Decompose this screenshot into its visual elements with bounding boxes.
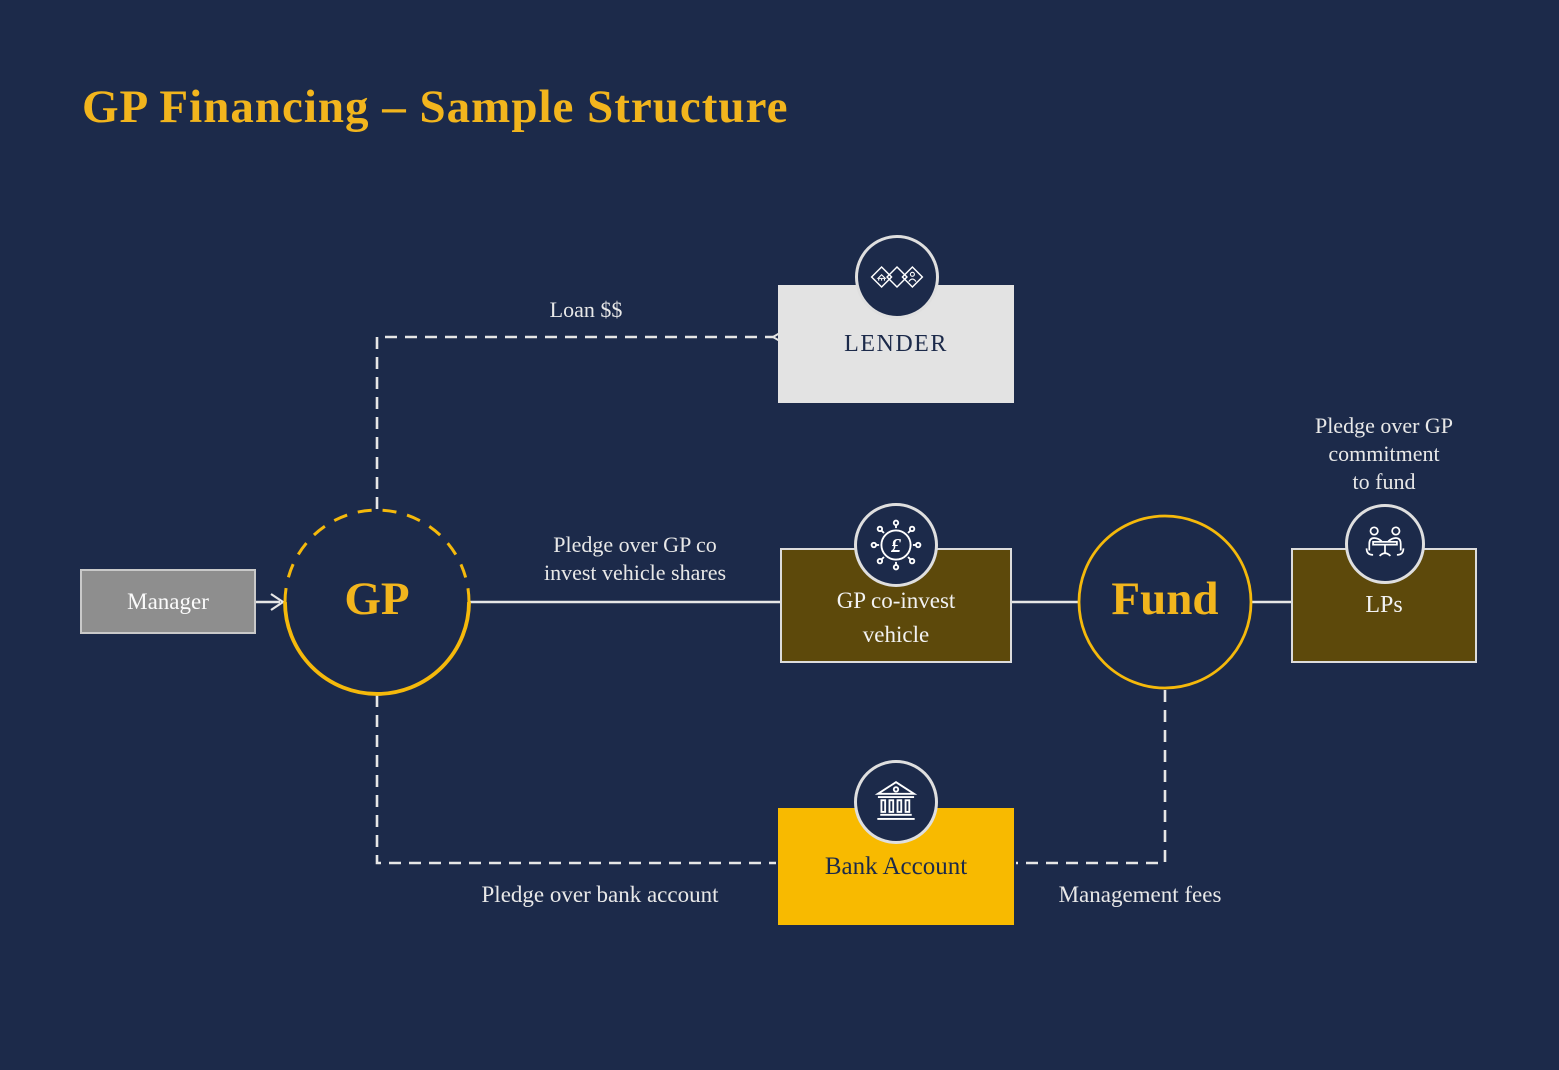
- lender-diamonds-icon: [870, 266, 924, 288]
- pledge-commitment-line3: to fund: [1352, 469, 1416, 494]
- fund-node-label: Fund: [1111, 573, 1219, 625]
- lps-badge: [1345, 504, 1425, 584]
- pledge-commitment-edge-label: Pledge over GP commitment to fund: [1284, 412, 1484, 496]
- bank-badge: [854, 760, 938, 844]
- svg-text:£: £: [890, 535, 901, 557]
- pledge-bank-edge-label: Pledge over bank account: [481, 882, 719, 907]
- edge-management-fees-dashed: [1016, 690, 1167, 865]
- loan-edge-label: Loan $$: [549, 297, 623, 322]
- bank-building-icon: [874, 781, 918, 820]
- pledge-coinvest-line2: invest vehicle shares: [543, 560, 727, 585]
- management-fees-edge-label: Management fees: [1058, 882, 1222, 907]
- manager-label: Manager: [127, 588, 209, 614]
- edge-pledge-bank-dashed: [375, 695, 776, 865]
- manager-node: Manager: [80, 569, 256, 634]
- coinvest-label-line2: vehicle: [862, 621, 930, 647]
- pledge-coinvest-line1: Pledge over GP co: [553, 532, 717, 557]
- pledge-coinvest-edge-label: Pledge over GP co invest vehicle shares: [505, 531, 765, 587]
- coinvest-badge: £: [854, 503, 938, 587]
- lender-label: LENDER: [844, 330, 948, 357]
- meeting-icon: [1365, 526, 1405, 557]
- coinvest-label-line1: GP co-invest: [836, 587, 956, 613]
- lps-label: LPs: [1365, 592, 1403, 618]
- pledge-commitment-line1: Pledge over GP: [1314, 413, 1454, 438]
- edge-manager-gp-arrowhead: [270, 593, 285, 611]
- edge-loan-dashed: [375, 335, 775, 509]
- page-title: GP Financing – Sample Structure: [82, 81, 789, 133]
- bank-account-label: Bank Account: [824, 852, 968, 880]
- lender-badge: [855, 235, 939, 319]
- gp-node-label: GP: [344, 573, 410, 625]
- pledge-commitment-line2: commitment: [1328, 441, 1440, 466]
- pound-network-icon: £: [870, 519, 922, 571]
